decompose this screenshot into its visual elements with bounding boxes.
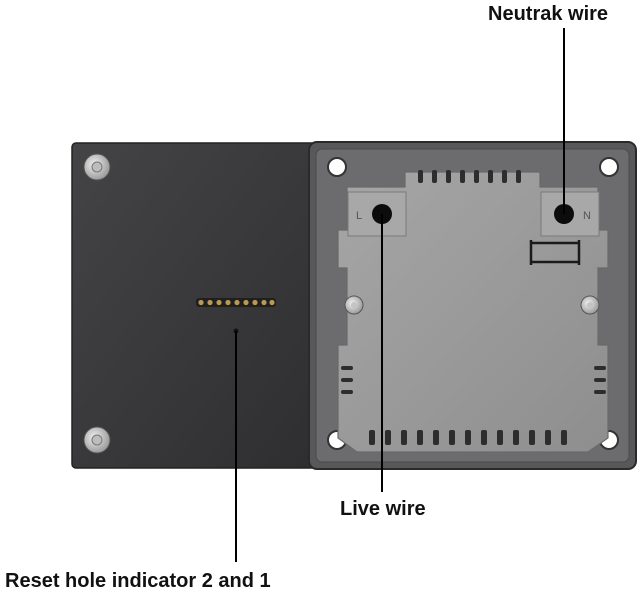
left-panel [71, 142, 323, 469]
side-screw-left [344, 295, 364, 315]
bracket-marking [529, 240, 581, 265]
corner-hole-top-right [599, 157, 619, 177]
reset-hole-label: Reset hole indicator 2 and 1 [5, 570, 271, 592]
corner-hole-top-left [327, 157, 347, 177]
bottom-left-screw [83, 426, 111, 454]
top-left-screw [83, 153, 111, 181]
leader-lines [235, 28, 565, 562]
terminal-label-live: L [356, 210, 362, 222]
live-wire-label: Live wire [340, 498, 426, 520]
neutral-wire-label: Neutrak wire [488, 3, 609, 25]
pin-header [196, 298, 276, 307]
terminal-label-neutral: N [583, 210, 591, 222]
side-screw-right [580, 295, 600, 315]
switch-module: L N [337, 170, 609, 453]
